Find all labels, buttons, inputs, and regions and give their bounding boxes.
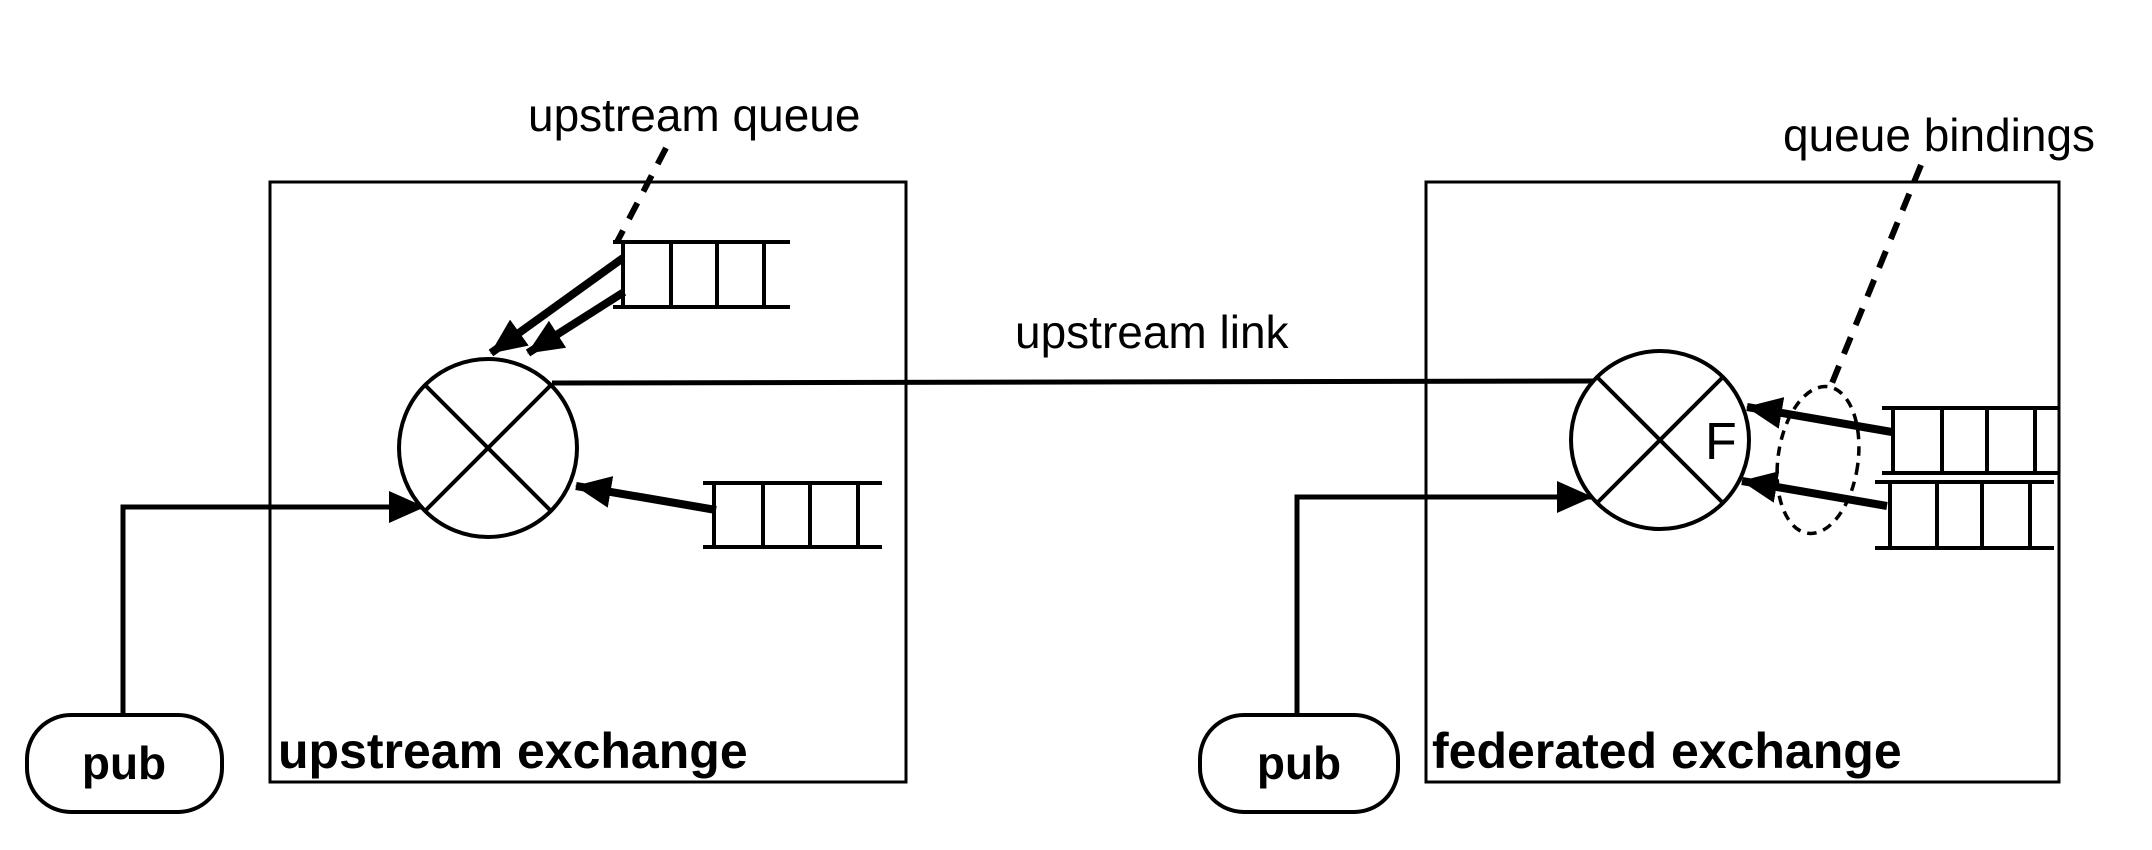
upstream-queue-glyph bbox=[613, 240, 790, 309]
upstream-link-label: upstream link bbox=[1015, 306, 1290, 358]
upstream-exchange-box bbox=[268, 180, 908, 784]
upstream-local-queue-binding-arrow bbox=[575, 476, 717, 514]
queue-bindings-annotation: queue bindings bbox=[1783, 109, 2095, 161]
pub-right-shape bbox=[1198, 713, 1400, 814]
upstream-link-line bbox=[551, 378, 1597, 386]
exchange-cross-icon bbox=[423, 383, 553, 513]
publisher-node-left: pub bbox=[25, 713, 224, 814]
publish-arrow-left bbox=[120, 491, 425, 715]
exchange-cross-icon bbox=[1595, 375, 1725, 505]
federated-exchange-box-label: federated exchange bbox=[1432, 723, 1902, 779]
queue-bindings-ellipse bbox=[1775, 384, 1861, 536]
publish-arrow-right bbox=[1294, 481, 1593, 715]
pub-left-shape bbox=[25, 713, 224, 814]
federated-queue-1-glyph bbox=[1882, 406, 2059, 475]
upstream-queue-binding-arrow-2 bbox=[525, 288, 627, 357]
pub-right-label: pub bbox=[1257, 737, 1341, 789]
upstream-queue-pointer-line bbox=[614, 146, 669, 244]
upstream-local-queue-glyph bbox=[703, 481, 882, 549]
upstream-exchange-box-label: upstream exchange bbox=[278, 723, 748, 779]
upstream-exchange-node bbox=[397, 357, 579, 539]
federated-exchange-flag: F bbox=[1705, 413, 1737, 471]
queue-bindings-pointer-line bbox=[1827, 163, 1924, 390]
federated-queue-binding-arrow-2 bbox=[1741, 471, 1888, 510]
publisher-node-right: pub bbox=[1198, 713, 1400, 814]
pub-left-label: pub bbox=[82, 737, 166, 789]
federated-queue-2-glyph bbox=[1875, 480, 2054, 550]
upstream-queue-binding-arrow-1 bbox=[488, 254, 626, 357]
upstream-queue-annotation: upstream queue bbox=[528, 89, 860, 141]
federated-queue-binding-arrow-1 bbox=[1746, 397, 1893, 436]
federated-exchange-node: F bbox=[1569, 349, 1751, 531]
federated-exchange-box bbox=[1424, 180, 2061, 784]
